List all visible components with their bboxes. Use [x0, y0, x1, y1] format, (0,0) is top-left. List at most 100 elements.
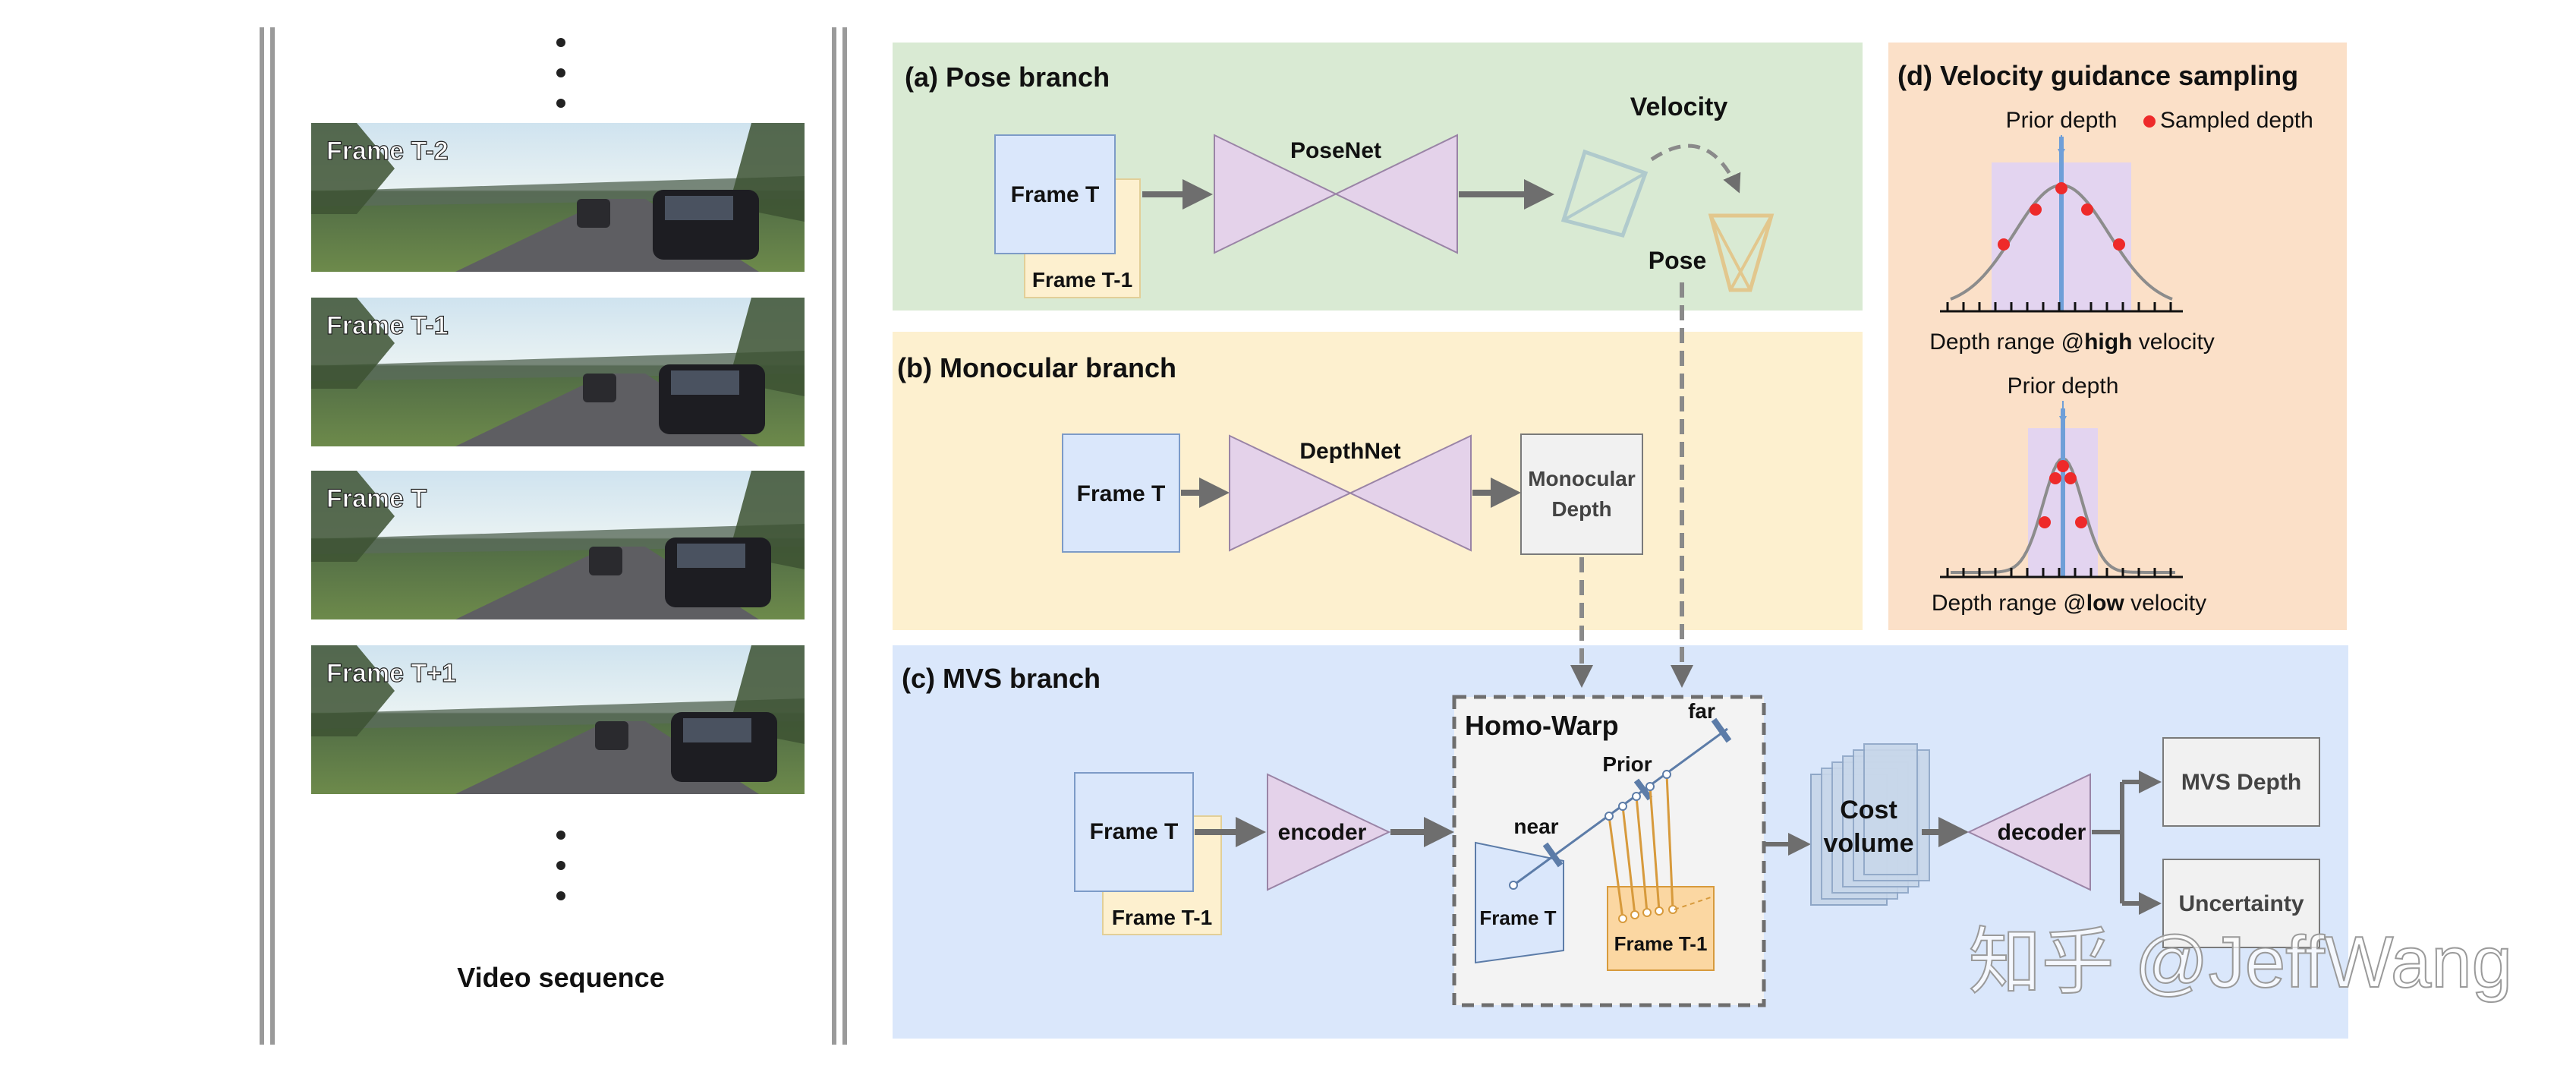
mvs-frame-front-label: Frame T — [1090, 819, 1179, 844]
frame-thumbnail: Frame T-1 — [311, 298, 805, 446]
ray-origin-point — [1509, 881, 1518, 890]
car-window — [677, 544, 745, 568]
left-rail-inner — [270, 27, 275, 1045]
sample-points — [1604, 770, 1671, 821]
watermark: 知乎 @JeffWang — [1969, 922, 2512, 1003]
sampled-depth-point — [2075, 516, 2087, 528]
decoder-shape — [1967, 773, 2091, 891]
frame-thumbnail: Frame T+1 — [311, 645, 805, 794]
near-tick — [1542, 842, 1564, 868]
warp-ref-label: Frame T — [1479, 906, 1556, 929]
low-prior-label: Prior depth — [2008, 374, 2119, 399]
pose-label: Pose — [1649, 247, 1706, 274]
car-shape — [583, 374, 616, 402]
frame-thumbnail: Frame T-2 — [311, 123, 805, 272]
monocular-branch-title: (b) Monocular branch — [897, 352, 1176, 383]
epipolar-line — [1674, 897, 1712, 910]
low-caption: Depth range @low velocity — [1932, 591, 2206, 616]
sampled-depth-point — [2039, 516, 2051, 528]
projected-points — [1618, 905, 1677, 923]
velocity-sampling-bg — [1888, 43, 2347, 630]
mvs-frame-front — [1074, 772, 1194, 892]
sampled-depth-point — [2030, 203, 2042, 216]
encoder-shape — [1267, 773, 1391, 891]
homo-warp-title: Homo-Warp — [1465, 710, 1619, 741]
monocular-depth-line1: Monocular — [1528, 467, 1636, 490]
homo-warp-box: Homo-Warp Frame T Frame T-1 near far Pri… — [1452, 695, 1766, 1007]
pose-frame-back-label: Frame T-1 — [1032, 268, 1132, 292]
left-rail-outer — [260, 27, 264, 1045]
sampled-depth-point — [2081, 203, 2093, 216]
warp-src-label: Frame T-1 — [1614, 932, 1708, 955]
sampled-depth-point — [2064, 472, 2077, 484]
tree-shape — [311, 645, 395, 736]
frame-label: Frame T — [326, 484, 427, 513]
depthnet-label: DepthNet — [1299, 439, 1400, 464]
video-caption: Video sequence — [457, 962, 664, 993]
legend-sampled-dot — [2143, 115, 2156, 128]
pose-frame-front — [994, 134, 1116, 254]
legend-sampled-label: Sampled depth — [2160, 108, 2313, 133]
high-prior-label: Prior depth — [2006, 108, 2118, 133]
encoder-label: encoder — [1278, 820, 1367, 845]
posenet-shape — [1214, 134, 1458, 254]
mvs-depth-label: MVS Depth — [2181, 770, 2301, 795]
tree-shape — [311, 298, 395, 389]
sampled-depth-point — [1998, 238, 2010, 251]
warp-src-frame — [1607, 886, 1715, 971]
high-axis-ticks — [1946, 302, 2172, 311]
ellipsis-top — [556, 38, 565, 108]
high-sample-points — [1998, 182, 2125, 251]
car-window — [665, 196, 733, 220]
output-split — [2092, 782, 2124, 903]
near-label: near — [1513, 815, 1558, 838]
tree-shape — [311, 471, 395, 562]
decoder-label: decoder — [1998, 820, 2086, 845]
car-window — [671, 370, 739, 395]
low-velocity-plot: Prior depth Depth range @low velocity — [1932, 374, 2206, 616]
frame-label: Frame T-2 — [326, 137, 449, 166]
monocular-branch: (b) Monocular branch Frame T DepthNet Mo… — [893, 332, 1863, 630]
sampled-depth-point — [2049, 472, 2061, 484]
frame-label: Frame T+1 — [326, 659, 456, 688]
warp-ref-frame — [1475, 841, 1564, 964]
high-caption: Depth range @high velocity — [1929, 329, 2215, 355]
pose-branch-title: (a) Pose branch — [905, 61, 1110, 93]
cost-volume-line1: Cost — [1840, 796, 1897, 824]
frame-thumbnail: Frame T — [311, 471, 805, 619]
velocity-sampling-title: (d) Velocity guidance sampling — [1897, 60, 2298, 91]
velocity-label: Velocity — [1630, 93, 1728, 121]
mvs-frame-back-label: Frame T-1 — [1112, 906, 1212, 929]
uncertainty-label: Uncertainty — [2178, 891, 2304, 916]
sampled-depth-point — [2113, 238, 2125, 251]
right-rail-outer — [842, 27, 847, 1045]
pose-camera-icon — [1708, 213, 1775, 292]
low-sample-points — [2039, 460, 2087, 528]
velocity-sampling-panel: (d) Velocity guidance sampling Prior dep… — [1888, 43, 2347, 630]
mvs-branch: (c) MVS branch Frame T-1 Frame T encoder… — [893, 645, 2348, 1039]
uncertainty-box — [2162, 859, 2320, 948]
frame-label: Frame T-1 — [326, 311, 449, 340]
low-axis-ticks — [1946, 568, 2172, 577]
monocular-depth-line2: Depth — [1551, 497, 1611, 521]
car-shape — [595, 721, 628, 750]
far-tick — [1711, 717, 1732, 743]
tree-shape — [311, 123, 395, 214]
sampled-depth-point — [2055, 182, 2067, 194]
car-window — [683, 718, 751, 742]
mvs-branch-title: (c) MVS branch — [902, 663, 1101, 694]
monocular-depth-box — [1520, 433, 1643, 555]
cost-volume-slices — [1810, 743, 1930, 906]
mono-frame-label: Frame T — [1077, 481, 1166, 506]
car-shape — [589, 547, 622, 575]
mvs-depth-box — [2162, 737, 2320, 827]
posenet-label: PoseNet — [1290, 138, 1381, 163]
cost-volume-line2: volume — [1823, 829, 1913, 858]
ellipsis-bottom — [556, 831, 565, 900]
far-label: far — [1688, 699, 1715, 723]
high-velocity-plot: Prior depth Depth range @high velocity — [1929, 108, 2215, 355]
sampled-depth-point — [2057, 460, 2069, 472]
